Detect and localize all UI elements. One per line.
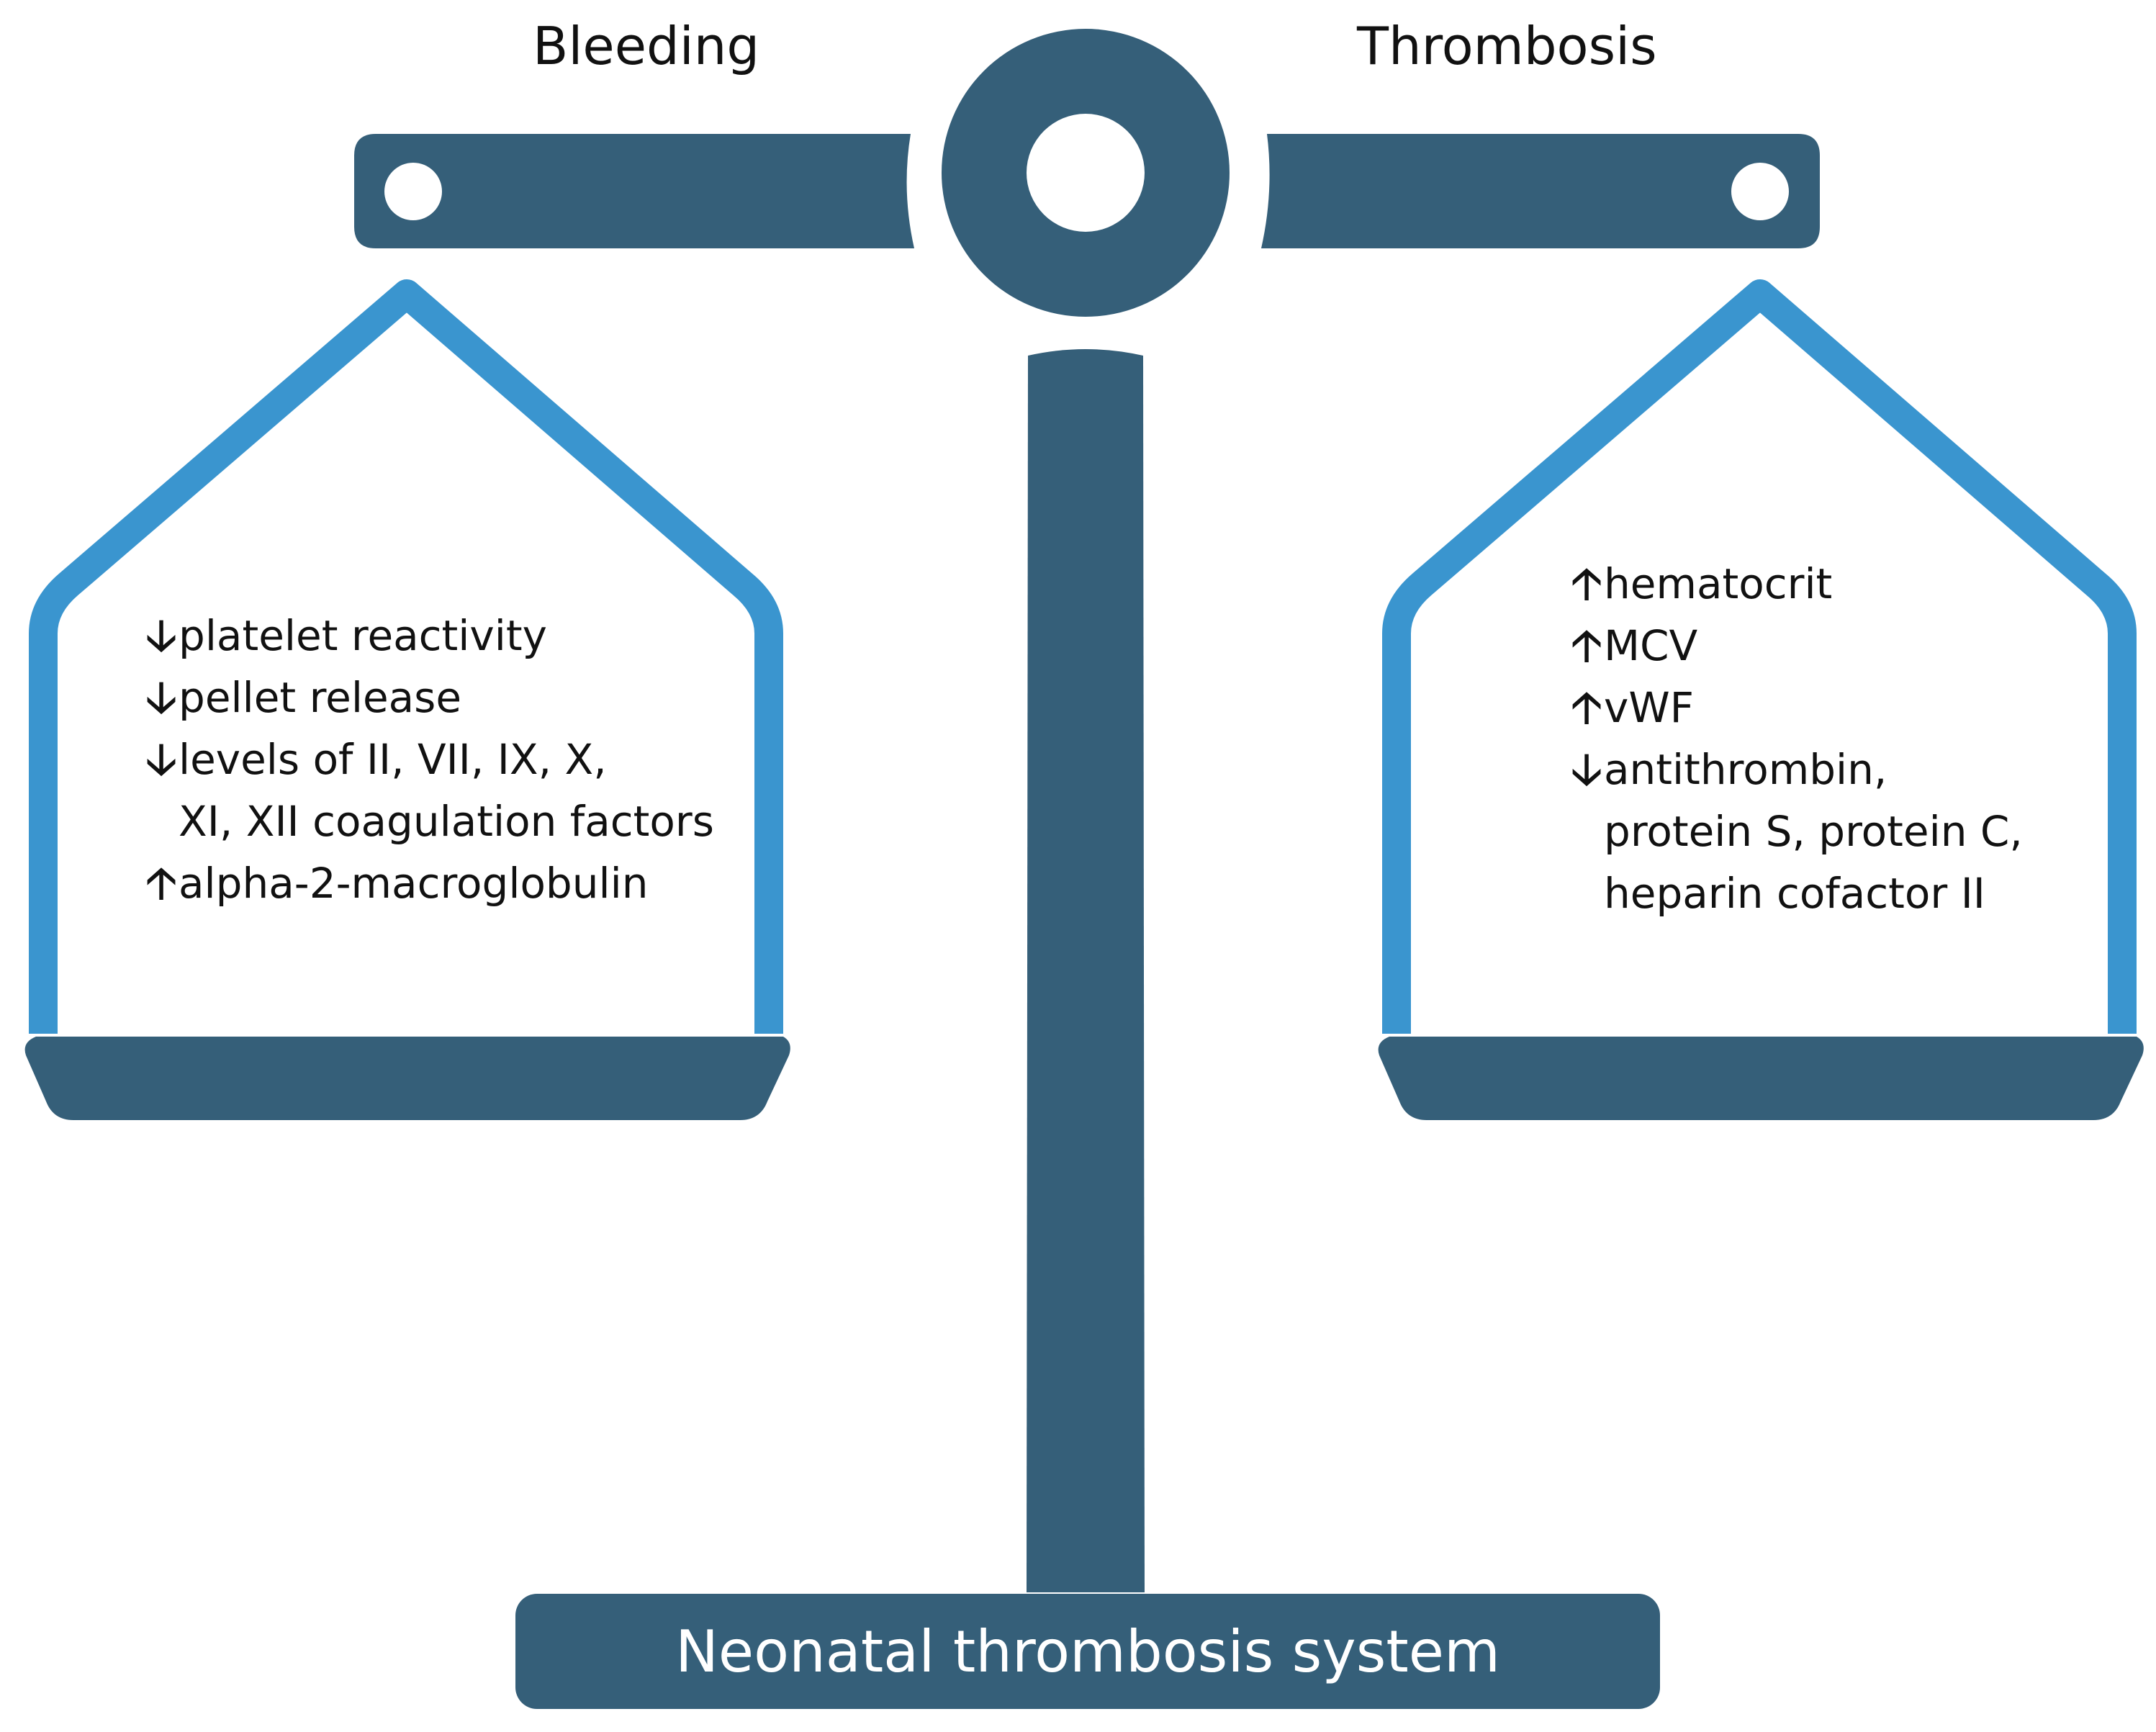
arrow-down-icon: 🡣 xyxy=(145,610,177,661)
factor-text: MCV xyxy=(1604,621,1698,670)
thrombosis-title: Thrombosis xyxy=(1357,16,1657,76)
list-item: 🡡 MCV xyxy=(1569,615,2116,677)
base-label: Neonatal thrombosis system xyxy=(675,1618,1500,1685)
left-pan-tray xyxy=(24,1037,790,1120)
arrow-down-icon: 🡣 xyxy=(145,672,177,723)
arrow-up-icon: 🡡 xyxy=(1571,559,1602,609)
left-pan-frame xyxy=(29,279,783,1034)
list-item: 🡡 hematocrit xyxy=(1569,553,2116,615)
arrow-up-icon: 🡡 xyxy=(1571,621,1602,671)
list-item: 🡣 platelet reactivity xyxy=(144,605,792,667)
arrow-down-icon: 🡣 xyxy=(1571,744,1602,795)
factor-text: vWF xyxy=(1604,683,1695,732)
arrow-up-icon: 🡡 xyxy=(1571,682,1602,733)
right-arm xyxy=(1261,134,1820,248)
factor-text: antithrombin, protein S, protein C, hepa… xyxy=(1604,745,2023,918)
list-item: 🡣 levels of II, VII, IX, X, XI, XII coag… xyxy=(144,729,792,852)
arrow-down-icon: 🡣 xyxy=(145,734,177,785)
right-pan-frame xyxy=(1382,279,2137,1034)
list-item: 🡡 vWF xyxy=(1569,677,2116,739)
list-item: 🡡 alpha-2-macroglobulin xyxy=(144,852,792,914)
center-pivot-hole xyxy=(1027,114,1145,232)
left-arm xyxy=(354,134,914,248)
bleeding-title: Bleeding xyxy=(533,16,760,76)
left-arm-hole xyxy=(384,163,442,220)
scale-pillar xyxy=(1027,349,1145,1592)
factor-text: pellet release xyxy=(179,673,462,722)
bleeding-factor-list: 🡣 platelet reactivity 🡣 pellet release 🡣… xyxy=(144,605,792,914)
right-arm-hole xyxy=(1731,163,1789,220)
list-item: 🡣 antithrombin, protein S, protein C, he… xyxy=(1569,739,2116,924)
list-item: 🡣 pellet release xyxy=(144,667,792,729)
thrombosis-factor-list: 🡡 hematocrit 🡡 MCV 🡡 vWF 🡣 antithrombin,… xyxy=(1569,553,2116,924)
arrow-up-icon: 🡡 xyxy=(145,858,177,908)
scale-base xyxy=(515,1594,1660,1709)
factor-text: platelet reactivity xyxy=(179,611,547,660)
factor-text: levels of II, VII, IX, X, XI, XII coagul… xyxy=(179,735,714,846)
factor-text: hematocrit xyxy=(1604,559,1833,608)
factor-text: alpha-2-macroglobulin xyxy=(179,859,649,908)
right-pan-tray xyxy=(1378,1037,2144,1120)
